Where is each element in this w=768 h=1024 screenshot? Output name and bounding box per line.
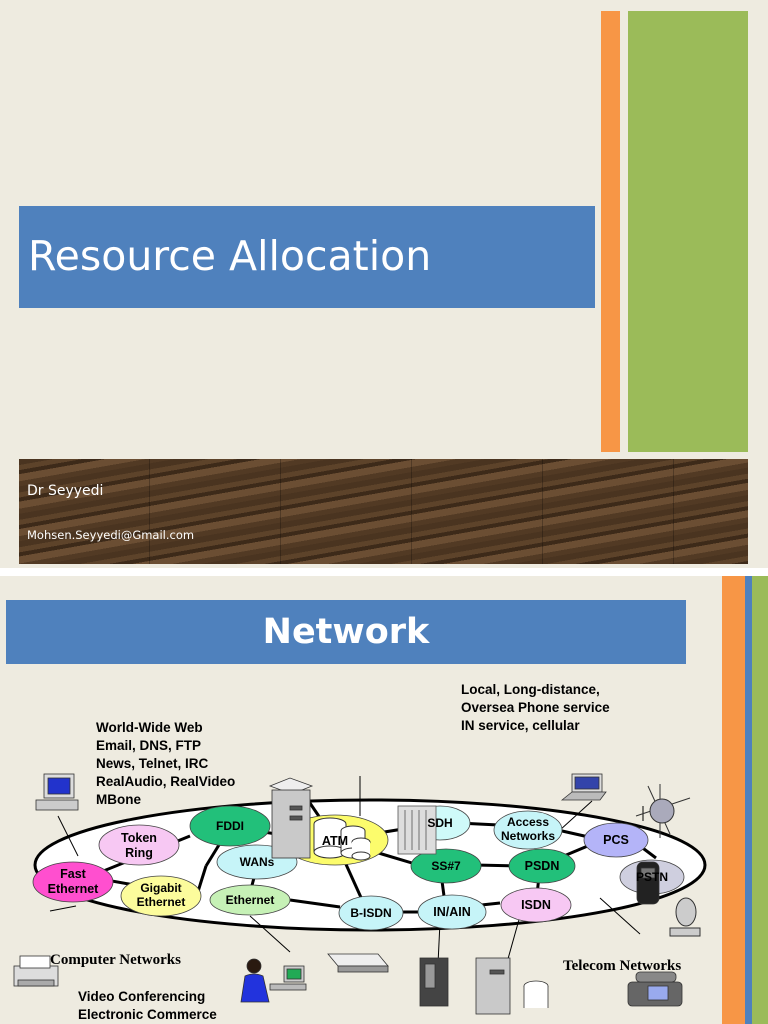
network-slide: Network	[0, 576, 768, 1024]
token-ring-label-2: Ring	[125, 846, 153, 860]
fddi-node	[189, 805, 271, 847]
server-tower-icon	[268, 777, 314, 859]
satellite-icon	[635, 784, 691, 838]
cell-phone-icon	[636, 861, 660, 905]
service-line: RealAudio, RealVideo	[96, 774, 236, 789]
network-title: Network	[262, 612, 430, 652]
ethernet-label: Ethernet	[226, 893, 275, 907]
author-email: Mohsen.Seyyedi@Gmail.com	[27, 528, 195, 542]
b-isdn-node	[338, 895, 404, 931]
service-line: MBone	[96, 792, 141, 807]
desk-phone-icon	[627, 971, 683, 1007]
fast-ethernet-label-2: Ethernet	[48, 882, 100, 896]
service-line: News, Telnet, IRC	[96, 756, 209, 771]
satellite-dish-icon	[669, 897, 701, 937]
title-slide: Resource Allocation Dr Seyyedi Mohsen.Se…	[0, 0, 768, 568]
token-ring-node	[98, 824, 180, 866]
author-panel: Dr Seyyedi Mohsen.Seyyedi@Gmail.com	[19, 459, 748, 564]
computer-networks-label: Computer Networks	[50, 952, 181, 968]
in-ain-node	[417, 894, 487, 930]
pcs-label: PCS	[603, 833, 629, 847]
sdh-label: SDH	[427, 816, 452, 830]
user-at-computer-icon	[240, 958, 307, 1003]
access-networks-label-2: Networks	[501, 829, 555, 843]
printer-icon	[13, 955, 59, 987]
gigabit-ethernet-label-1: Gigabit	[140, 881, 181, 895]
atm-label: ATM	[322, 834, 348, 848]
psdn-node	[508, 848, 576, 884]
in-ain-label: IN/AIN	[433, 905, 471, 919]
telecom-networks-label: Telecom Networks	[563, 958, 682, 974]
service-line: Video Conferencing	[78, 989, 206, 1004]
token-ring-label-1: Token	[121, 831, 157, 845]
access-networks-node	[493, 810, 563, 850]
service-line: World-Wide Web	[96, 720, 203, 735]
ss7-node	[410, 848, 482, 884]
orange-accent-bar	[601, 11, 620, 452]
blue-side-bar	[745, 576, 752, 1024]
isdn-node	[500, 887, 572, 923]
switch-rack-icon	[397, 805, 437, 855]
access-networks-label-1: Access	[507, 815, 549, 829]
b-isdn-label: B-ISDN	[350, 906, 391, 920]
service-line: Electronic Commerce	[78, 1007, 217, 1022]
desktop-computer-icon	[35, 773, 79, 811]
wans-label: WANs	[240, 855, 275, 869]
ethernet-node	[209, 884, 291, 916]
service-line: Email, DNS, FTP	[96, 738, 202, 753]
service-line: IN service, cellular	[461, 718, 580, 733]
laptop-icon	[560, 773, 607, 801]
service-line: Oversea Phone service	[461, 700, 610, 715]
gigabit-ethernet-node	[120, 875, 202, 917]
isdn-label: ISDN	[521, 898, 551, 912]
modem-icon	[327, 953, 389, 973]
slide-title: Resource Allocation	[28, 232, 432, 280]
pcs-node	[583, 822, 649, 858]
payphone-icon	[419, 957, 449, 1007]
pstn-label: PSTN	[636, 870, 668, 884]
disk-storage-icon	[313, 817, 371, 861]
ss7-label: SS#7	[431, 859, 461, 873]
network-title-box: Network	[6, 600, 686, 664]
services-right-list: Local, Long-distance, Oversea Phone serv…	[461, 681, 610, 735]
service-line: Local, Long-distance,	[461, 682, 600, 697]
bottom-services-list: Video Conferencing Electronic Commerce	[78, 988, 217, 1024]
network-diagram: Token Ring Fast Ethernet FDDI WANs Gigab…	[13, 773, 707, 1015]
server-unit-icon	[475, 957, 549, 1015]
psdn-label: PSDN	[525, 859, 560, 873]
fast-ethernet-label-1: Fast	[60, 867, 87, 881]
gigabit-ethernet-label-2: Ethernet	[137, 895, 186, 909]
green-accent-bar	[628, 11, 748, 452]
author-name: Dr Seyyedi	[27, 483, 104, 499]
fddi-label: FDDI	[216, 819, 244, 833]
green-side-bar	[752, 576, 768, 1024]
services-left-list: World-Wide Web Email, DNS, FTP News, Tel…	[96, 719, 235, 809]
orange-side-bar	[722, 576, 745, 1024]
fast-ethernet-node	[32, 861, 114, 903]
title-box: Resource Allocation	[19, 206, 595, 308]
